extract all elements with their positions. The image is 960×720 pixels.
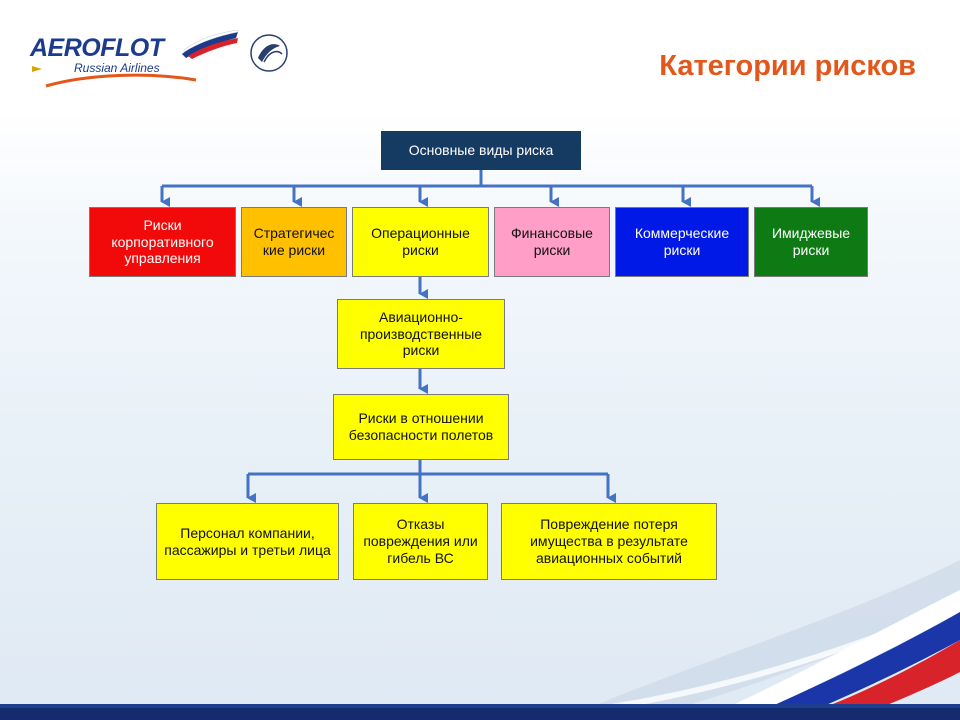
node-main-risk-types: Основные виды риска [381, 131, 581, 170]
node-commercial-risks: Коммерческие риски [615, 207, 749, 277]
skyteam-logo-icon [250, 34, 288, 72]
node-corporate-governance-risks: Риски корпоративного управления [89, 207, 236, 277]
node-operational-risks: Операционные риски [352, 207, 489, 277]
node-flight-safety-risks: Риски в отношении безопасности полетов [333, 394, 509, 460]
logo-swoosh-icon [32, 66, 197, 88]
node-aircraft-failures-damage: Отказы повреждения или гибель ВС [353, 503, 488, 580]
node-financial-risks: Финансовые риски [494, 207, 610, 277]
node-image-risks: Имиджевые риски [754, 207, 868, 277]
node-aviation-production-risks: Авиационно-производственные риски [337, 299, 505, 369]
slide-title: Категории рисков [659, 50, 916, 82]
logo-wordmark: AEROFLOT [30, 34, 164, 62]
node-property-damage-loss: Повреждение потеря имущества в результат… [501, 503, 717, 580]
node-strategic-risks: Стратегичес кие риски [241, 207, 347, 277]
aeroflot-logo: AEROFLOT Russian Airlines [28, 30, 239, 89]
node-personnel-passengers-third-parties: Персонал компании, пассажиры и третьи ли… [156, 503, 339, 580]
logo-subtitle: Russian Airlines [74, 61, 160, 75]
flag-wing-icon [182, 30, 239, 59]
